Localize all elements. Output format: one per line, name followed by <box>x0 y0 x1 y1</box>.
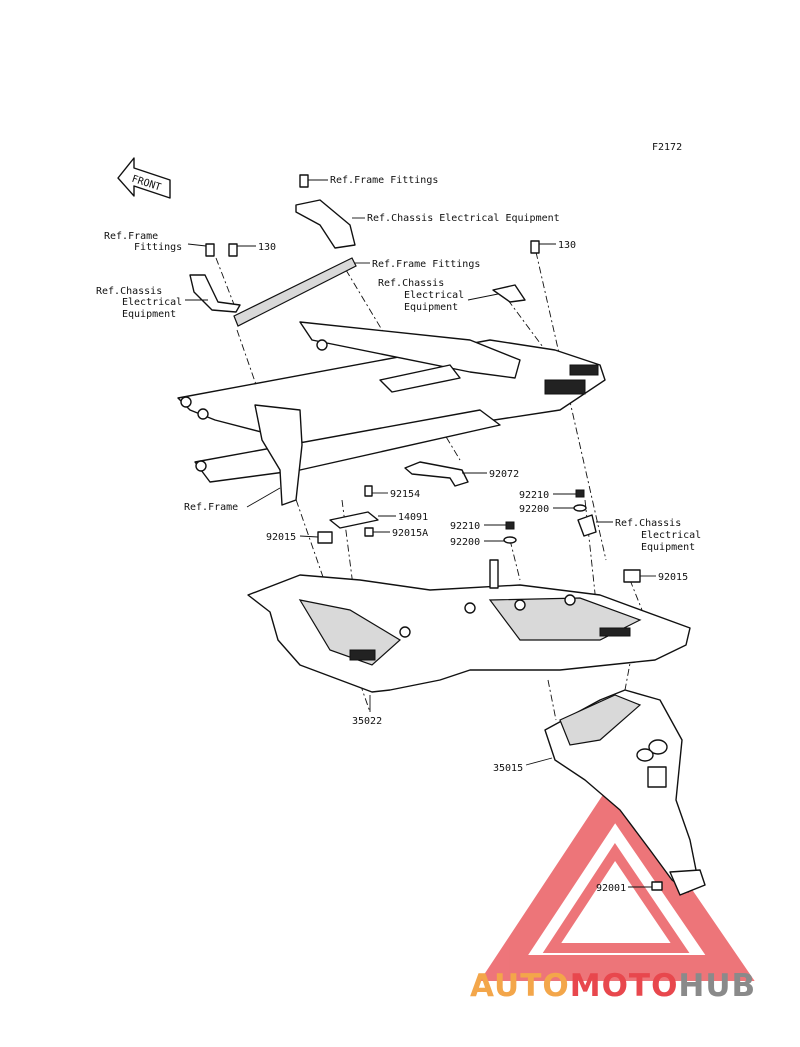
watermark-triangle-logo <box>479 776 755 981</box>
label-130-right: 130 <box>558 240 576 251</box>
label-92072: 92072 <box>489 469 519 480</box>
label-92200-left: 92200 <box>450 537 480 548</box>
label-92015-right: 92015 <box>658 572 688 583</box>
label-ref-frame: Ref.Frame <box>184 502 238 513</box>
rear-fender-35015 <box>544 689 706 896</box>
label-ref-chassis-right-2: Electrical <box>641 530 701 541</box>
rear-frame <box>177 321 606 506</box>
label-ref-chassis-mid-2: Electrical <box>404 290 464 301</box>
hardware-middle <box>317 485 641 583</box>
label-ref-chassis-mid-3: Equipment <box>404 302 458 313</box>
bracket-92072 <box>404 461 469 487</box>
label-14091: 14091 <box>398 512 428 523</box>
top-fittings <box>189 174 540 327</box>
leader-lines <box>185 179 656 888</box>
label-ref-frame-left-1: Ref.Frame <box>104 231 158 242</box>
front-arrow-icon: FRONT <box>117 157 171 199</box>
label-92210-left: 92210 <box>450 521 480 532</box>
watermark-text: AUTOMOTOHUB <box>470 968 756 1004</box>
label-ref-chassis-right-1: Ref.Chassis <box>615 518 681 529</box>
label-92154: 92154 <box>390 489 420 500</box>
label-130-left: 130 <box>258 242 276 253</box>
label-ref-chassis-left-1: Ref.Chassis <box>96 286 162 297</box>
label-92015a: 92015A <box>392 528 428 539</box>
label-ref-chassis-left-3: Equipment <box>122 309 176 320</box>
label-ref-frame-left-2: Fittings <box>134 242 182 253</box>
figure-code: F2172 <box>652 142 682 153</box>
label-ref-chassis-elec-top: Ref.Chassis Electrical Equipment <box>367 213 560 224</box>
callout-labels: Ref.Frame Fittings Ref.Chassis Electrica… <box>96 175 701 894</box>
label-92210-right: 92210 <box>519 490 549 501</box>
label-35022: 35022 <box>352 716 382 727</box>
label-ref-chassis-right-3: Equipment <box>641 542 695 553</box>
label-ref-frame-fittings-mid: Ref.Frame Fittings <box>372 259 480 270</box>
label-92015-left: 92015 <box>266 532 296 543</box>
label-92001: 92001 <box>596 883 626 894</box>
svg-text:AUTOMOTOHUB: AUTOMOTOHUB <box>470 968 756 1004</box>
label-35015: 35015 <box>493 763 523 774</box>
watermark-auto: AUTO <box>470 968 570 1004</box>
watermark-hub: HUB <box>678 968 756 1004</box>
undertray-35022 <box>247 559 691 693</box>
label-92200-right: 92200 <box>519 504 549 515</box>
label-ref-frame-fittings-top: Ref.Frame Fittings <box>330 175 438 186</box>
label-ref-chassis-mid-1: Ref.Chassis <box>378 278 444 289</box>
label-ref-chassis-left-2: Electrical <box>122 297 182 308</box>
watermark-moto: MOTO <box>570 968 679 1004</box>
